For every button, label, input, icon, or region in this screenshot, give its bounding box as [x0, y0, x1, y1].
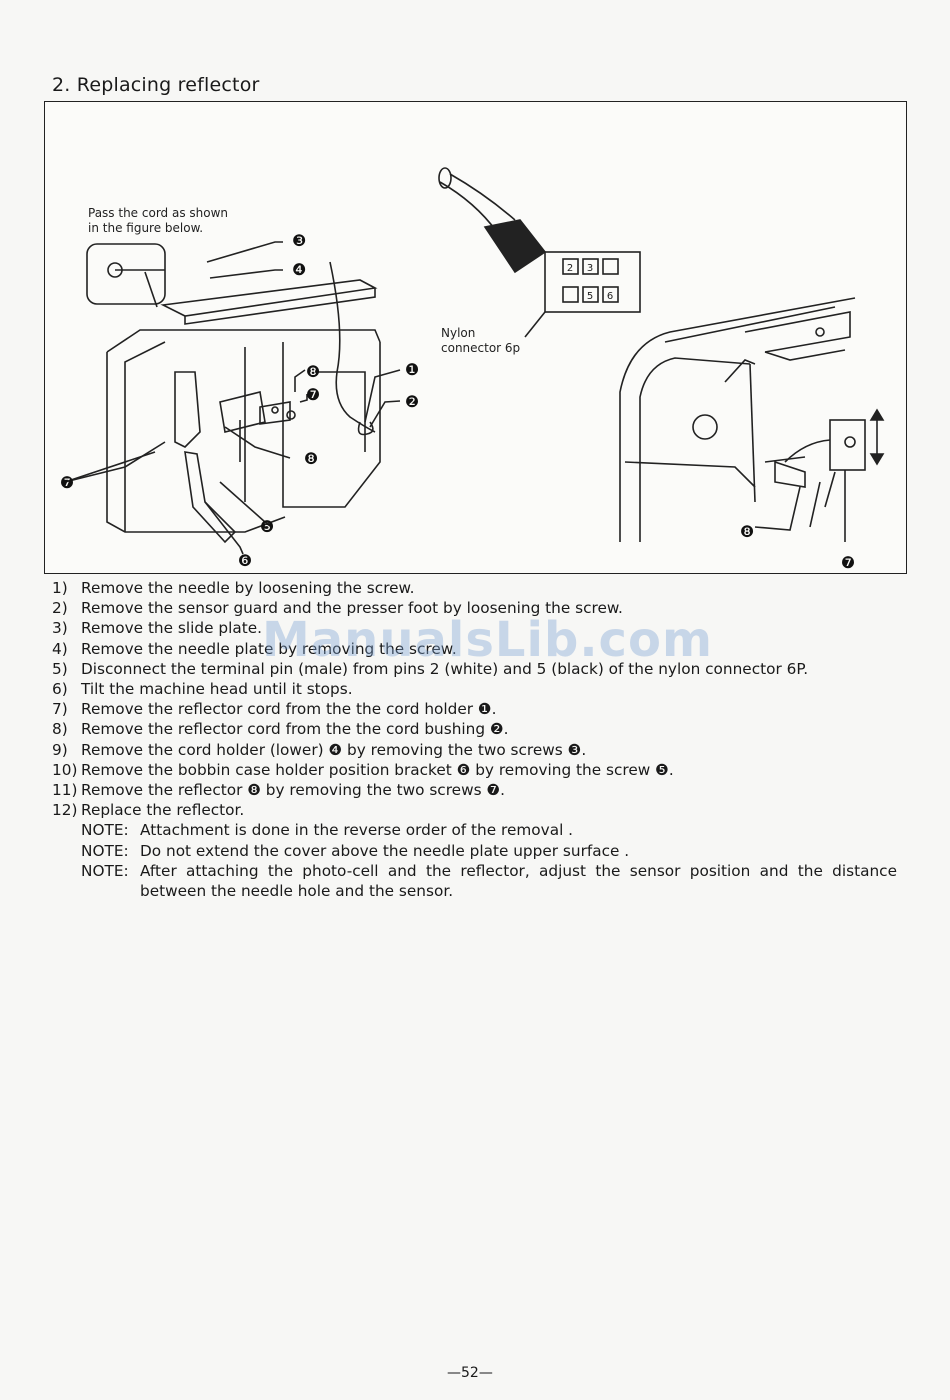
- connector-pin-label: 6: [607, 291, 613, 302]
- callout-2: ❷: [405, 392, 419, 411]
- list-item: 10)Remove the bobbin case holder positio…: [52, 760, 674, 779]
- watermark: ManualsLib.com: [262, 612, 713, 668]
- machine-illustration: 2 3 5 6 ❸ ❹ ❶ ❷ ❽ ❼ ❽ ❼ ❺ ❻ ❽ ❼: [60, 167, 885, 572]
- section-title: 2. Replacing reflector: [52, 74, 260, 96]
- callout-1: ❶: [405, 360, 419, 379]
- callout-3: ❸: [292, 231, 306, 250]
- callout-4: ❹: [292, 260, 306, 279]
- list-item: 2)Remove the sensor guard and the presse…: [52, 599, 623, 618]
- list-item: 8)Remove the reflector cord from the the…: [52, 720, 509, 739]
- cord-routing-note: Pass the cord as shown in the figure bel…: [88, 206, 229, 235]
- list-item: 4)Remove the needle plate by removing th…: [52, 639, 457, 658]
- callout-6: ❻: [238, 551, 252, 570]
- note-item: NOTE:After attaching the photo-cell and …: [81, 861, 897, 901]
- connector-pin-label: 3: [587, 263, 593, 274]
- connector-pin-label: 2: [567, 263, 573, 274]
- callout-8-lower: ❽: [304, 449, 318, 468]
- nylon-connector-label: Nylon connector 6p: [441, 326, 521, 355]
- page-number: —52—: [447, 1365, 493, 1381]
- note-item: NOTE:Do not extend the cover above the n…: [81, 841, 630, 860]
- instruction-list: 1)Remove the needle by loosening the scr…: [52, 578, 897, 901]
- note-item: NOTE:Attachment is done in the reverse o…: [81, 821, 574, 840]
- connector-pin-label: 5: [587, 291, 593, 302]
- callout-7-upper: ❼: [306, 385, 320, 404]
- callout-8-right: ❽: [740, 522, 754, 541]
- callout-7-right: ❼: [841, 553, 855, 572]
- list-item: 6)Tilt the machine head until it stops.: [52, 680, 353, 699]
- callout-8-upper: ❽: [306, 362, 320, 381]
- list-item: 12)Replace the reflector.: [52, 801, 245, 820]
- list-item: 9)Remove the cord holder (lower) ❹ by re…: [52, 740, 587, 759]
- list-item: 3)Remove the slide plate.: [52, 619, 262, 638]
- list-item: 11)Remove the reflector ❽ by removing th…: [52, 781, 505, 800]
- list-item: 7)Remove the reflector cord from the the…: [52, 700, 497, 719]
- callout-7-left: ❼: [60, 473, 74, 492]
- figure-panel: 2 3 5 6 ❸ ❹ ❶ ❷ ❽ ❼ ❽ ❼ ❺ ❻ ❽ ❼ Pass the…: [44, 101, 907, 574]
- list-item: 5)Disconnect the terminal pin (male) fro…: [52, 659, 809, 678]
- list-item: 1)Remove the needle by loosening the scr…: [52, 579, 415, 597]
- callout-5: ❺: [260, 517, 274, 536]
